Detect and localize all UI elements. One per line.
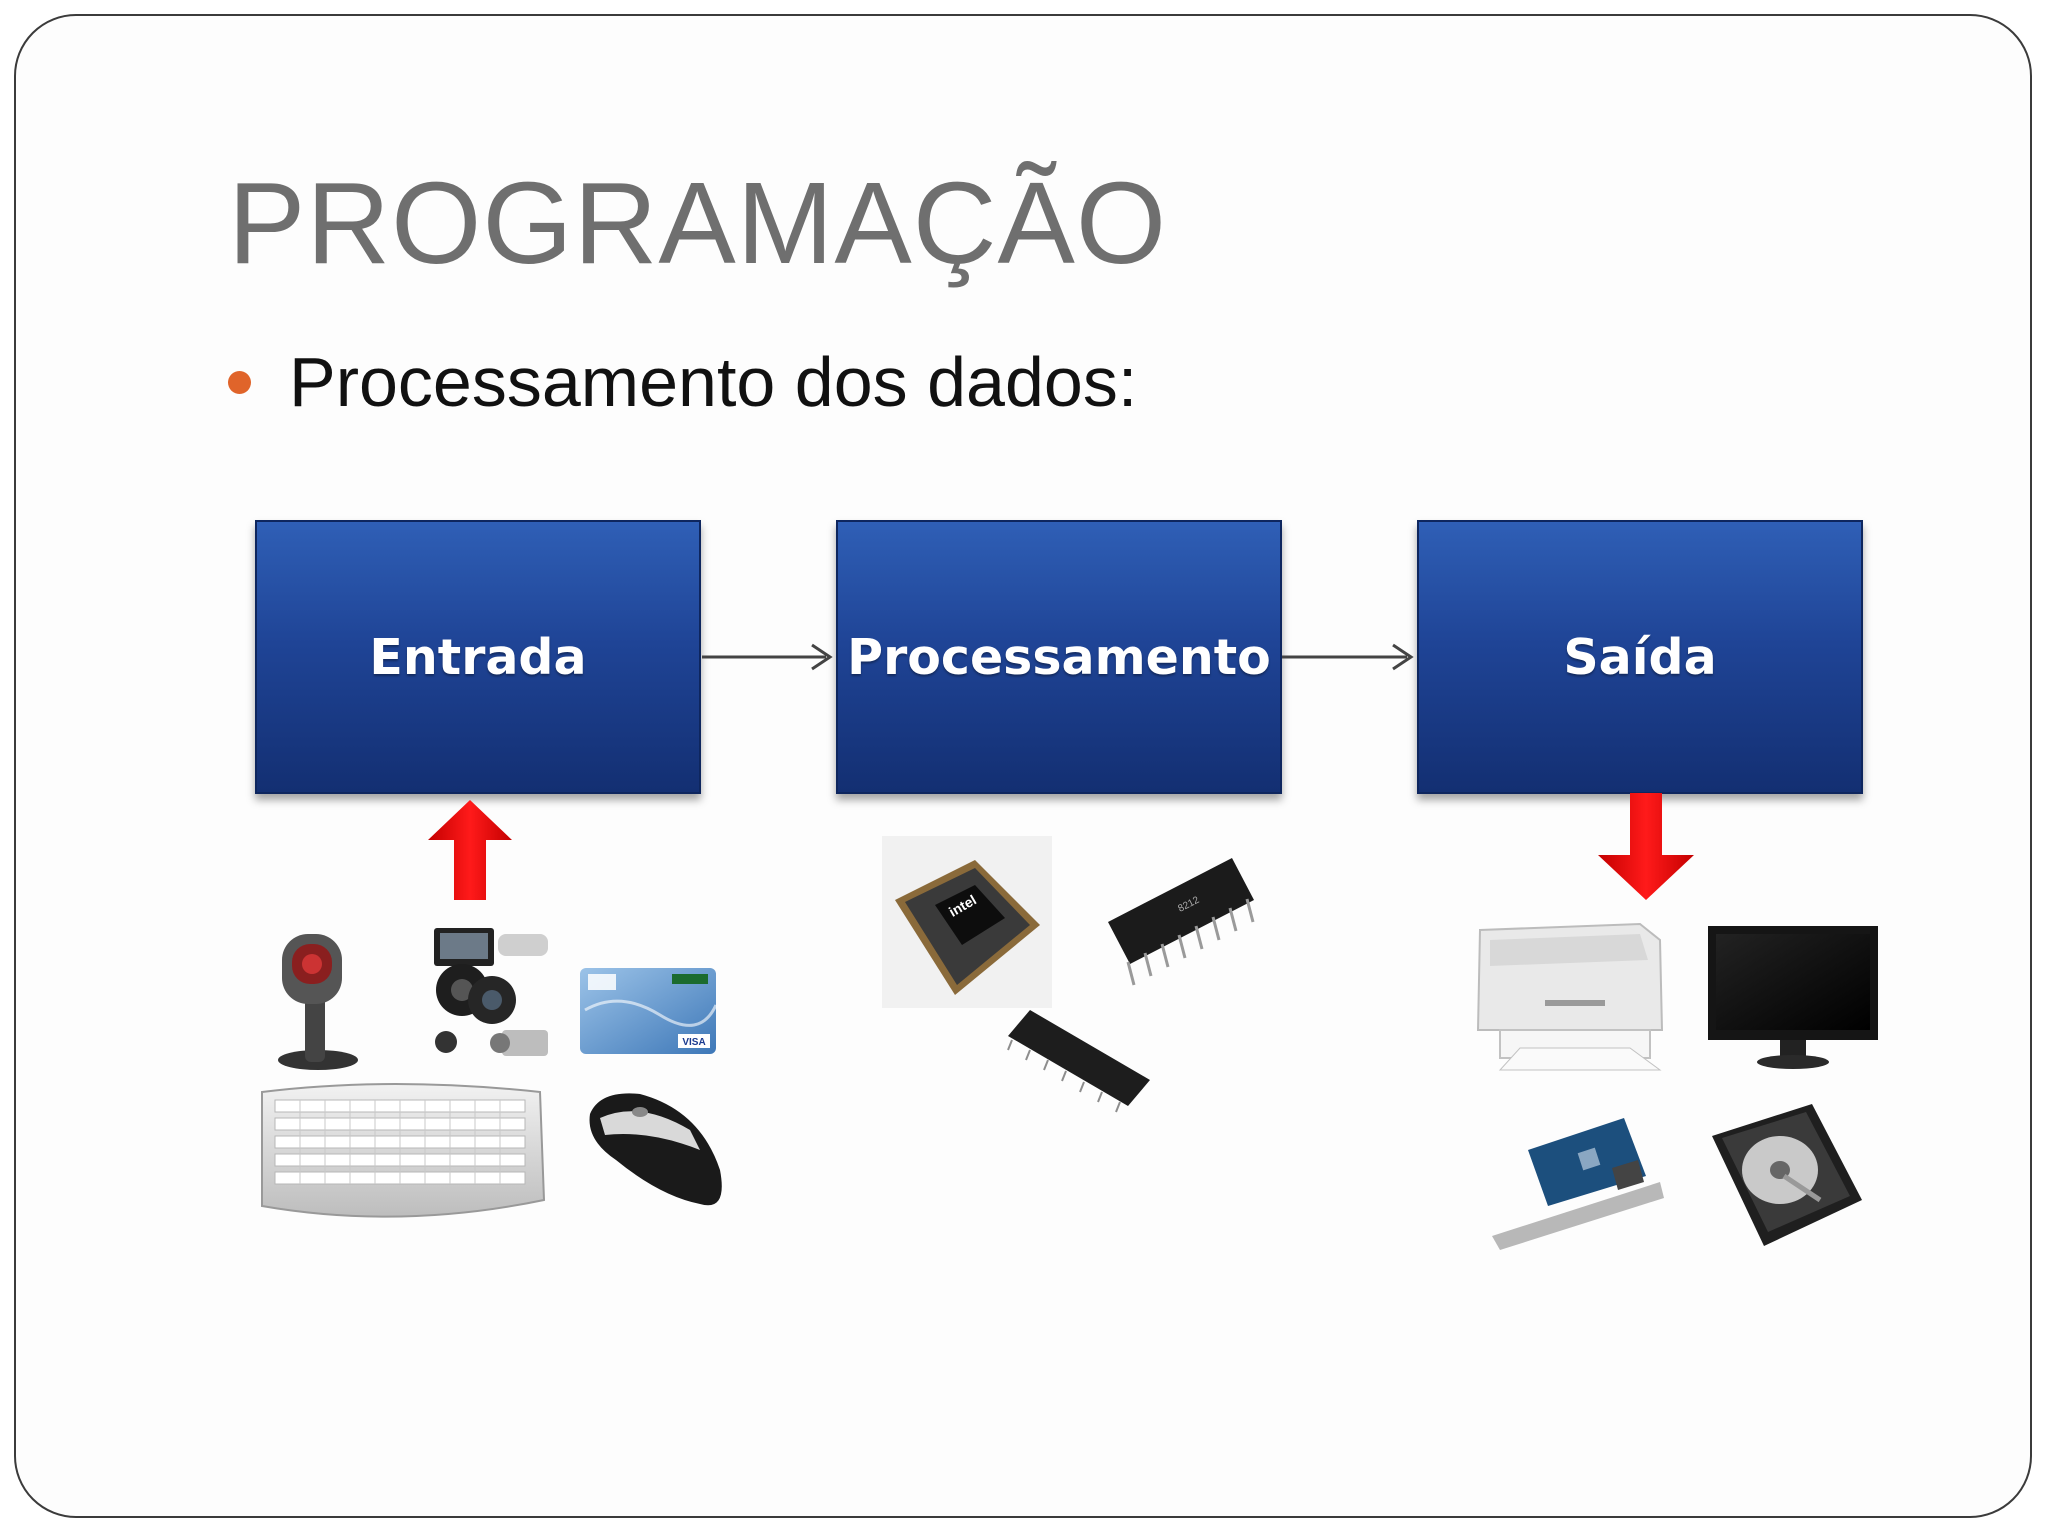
ic-chip-icon: 8212 xyxy=(1108,858,1255,986)
red-up-arrow-icon xyxy=(428,800,512,900)
network-card-icon xyxy=(1492,1118,1664,1250)
bullet-dot-icon xyxy=(228,371,251,394)
bullet-text: Processamento dos dados: xyxy=(289,343,1138,421)
mouse-icon xyxy=(589,1093,722,1206)
slide-title: PROGRAMAÇÃO xyxy=(228,158,1168,288)
keyboard-icon xyxy=(261,1083,546,1218)
entrada-box: Entrada xyxy=(255,520,701,794)
card-brand: VISA xyxy=(682,1037,705,1048)
flow-arrow-2 xyxy=(1282,643,1414,671)
processamento-box: Processamento xyxy=(836,520,1282,794)
security-camera-icon xyxy=(434,928,548,1056)
printer-icon xyxy=(1476,922,1664,1071)
flow-arrow-1 xyxy=(702,643,833,671)
cpu-chip-icon: intel xyxy=(882,836,1052,1008)
red-down-arrow-icon xyxy=(1598,793,1694,900)
hard-drive-icon xyxy=(1712,1104,1862,1246)
processamento-label: Processamento xyxy=(847,628,1271,686)
barcode-scanner-icon xyxy=(278,934,358,1070)
dip-chip-icon xyxy=(1007,1010,1150,1113)
credit-card-icon: VISA xyxy=(580,968,718,1054)
monitor-icon xyxy=(1708,926,1878,1069)
saida-label: Saída xyxy=(1563,628,1717,686)
entrada-label: Entrada xyxy=(369,628,587,686)
